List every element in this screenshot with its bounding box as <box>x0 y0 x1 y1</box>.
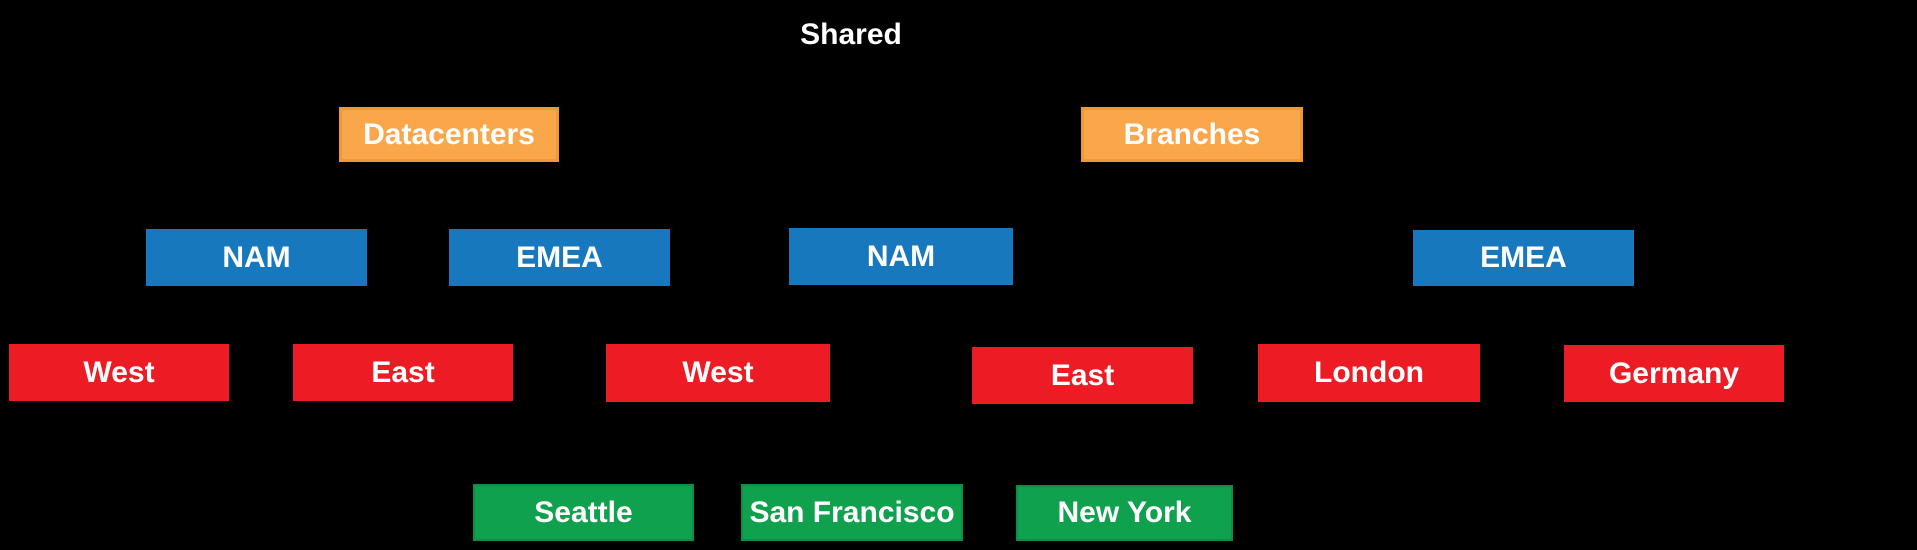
node-nam-2: NAM <box>789 228 1013 285</box>
node-london: London <box>1258 344 1480 402</box>
node-seattle: Seattle <box>473 484 694 541</box>
node-branches: Branches <box>1081 107 1303 162</box>
root-node-label: Shared <box>800 18 902 51</box>
node-nam-1: NAM <box>146 229 367 286</box>
node-west-1: West <box>9 344 229 401</box>
node-east-1: East <box>293 344 513 401</box>
node-germany: Germany <box>1564 345 1784 402</box>
node-datacenters: Datacenters <box>339 107 559 162</box>
node-new-york: New York <box>1016 485 1233 541</box>
node-emea-1: EMEA <box>449 229 670 286</box>
node-east-2: East <box>972 347 1193 404</box>
node-emea-2: EMEA <box>1413 230 1634 286</box>
node-west-2: West <box>606 344 830 402</box>
node-san-francisco: San Francisco <box>741 484 963 541</box>
